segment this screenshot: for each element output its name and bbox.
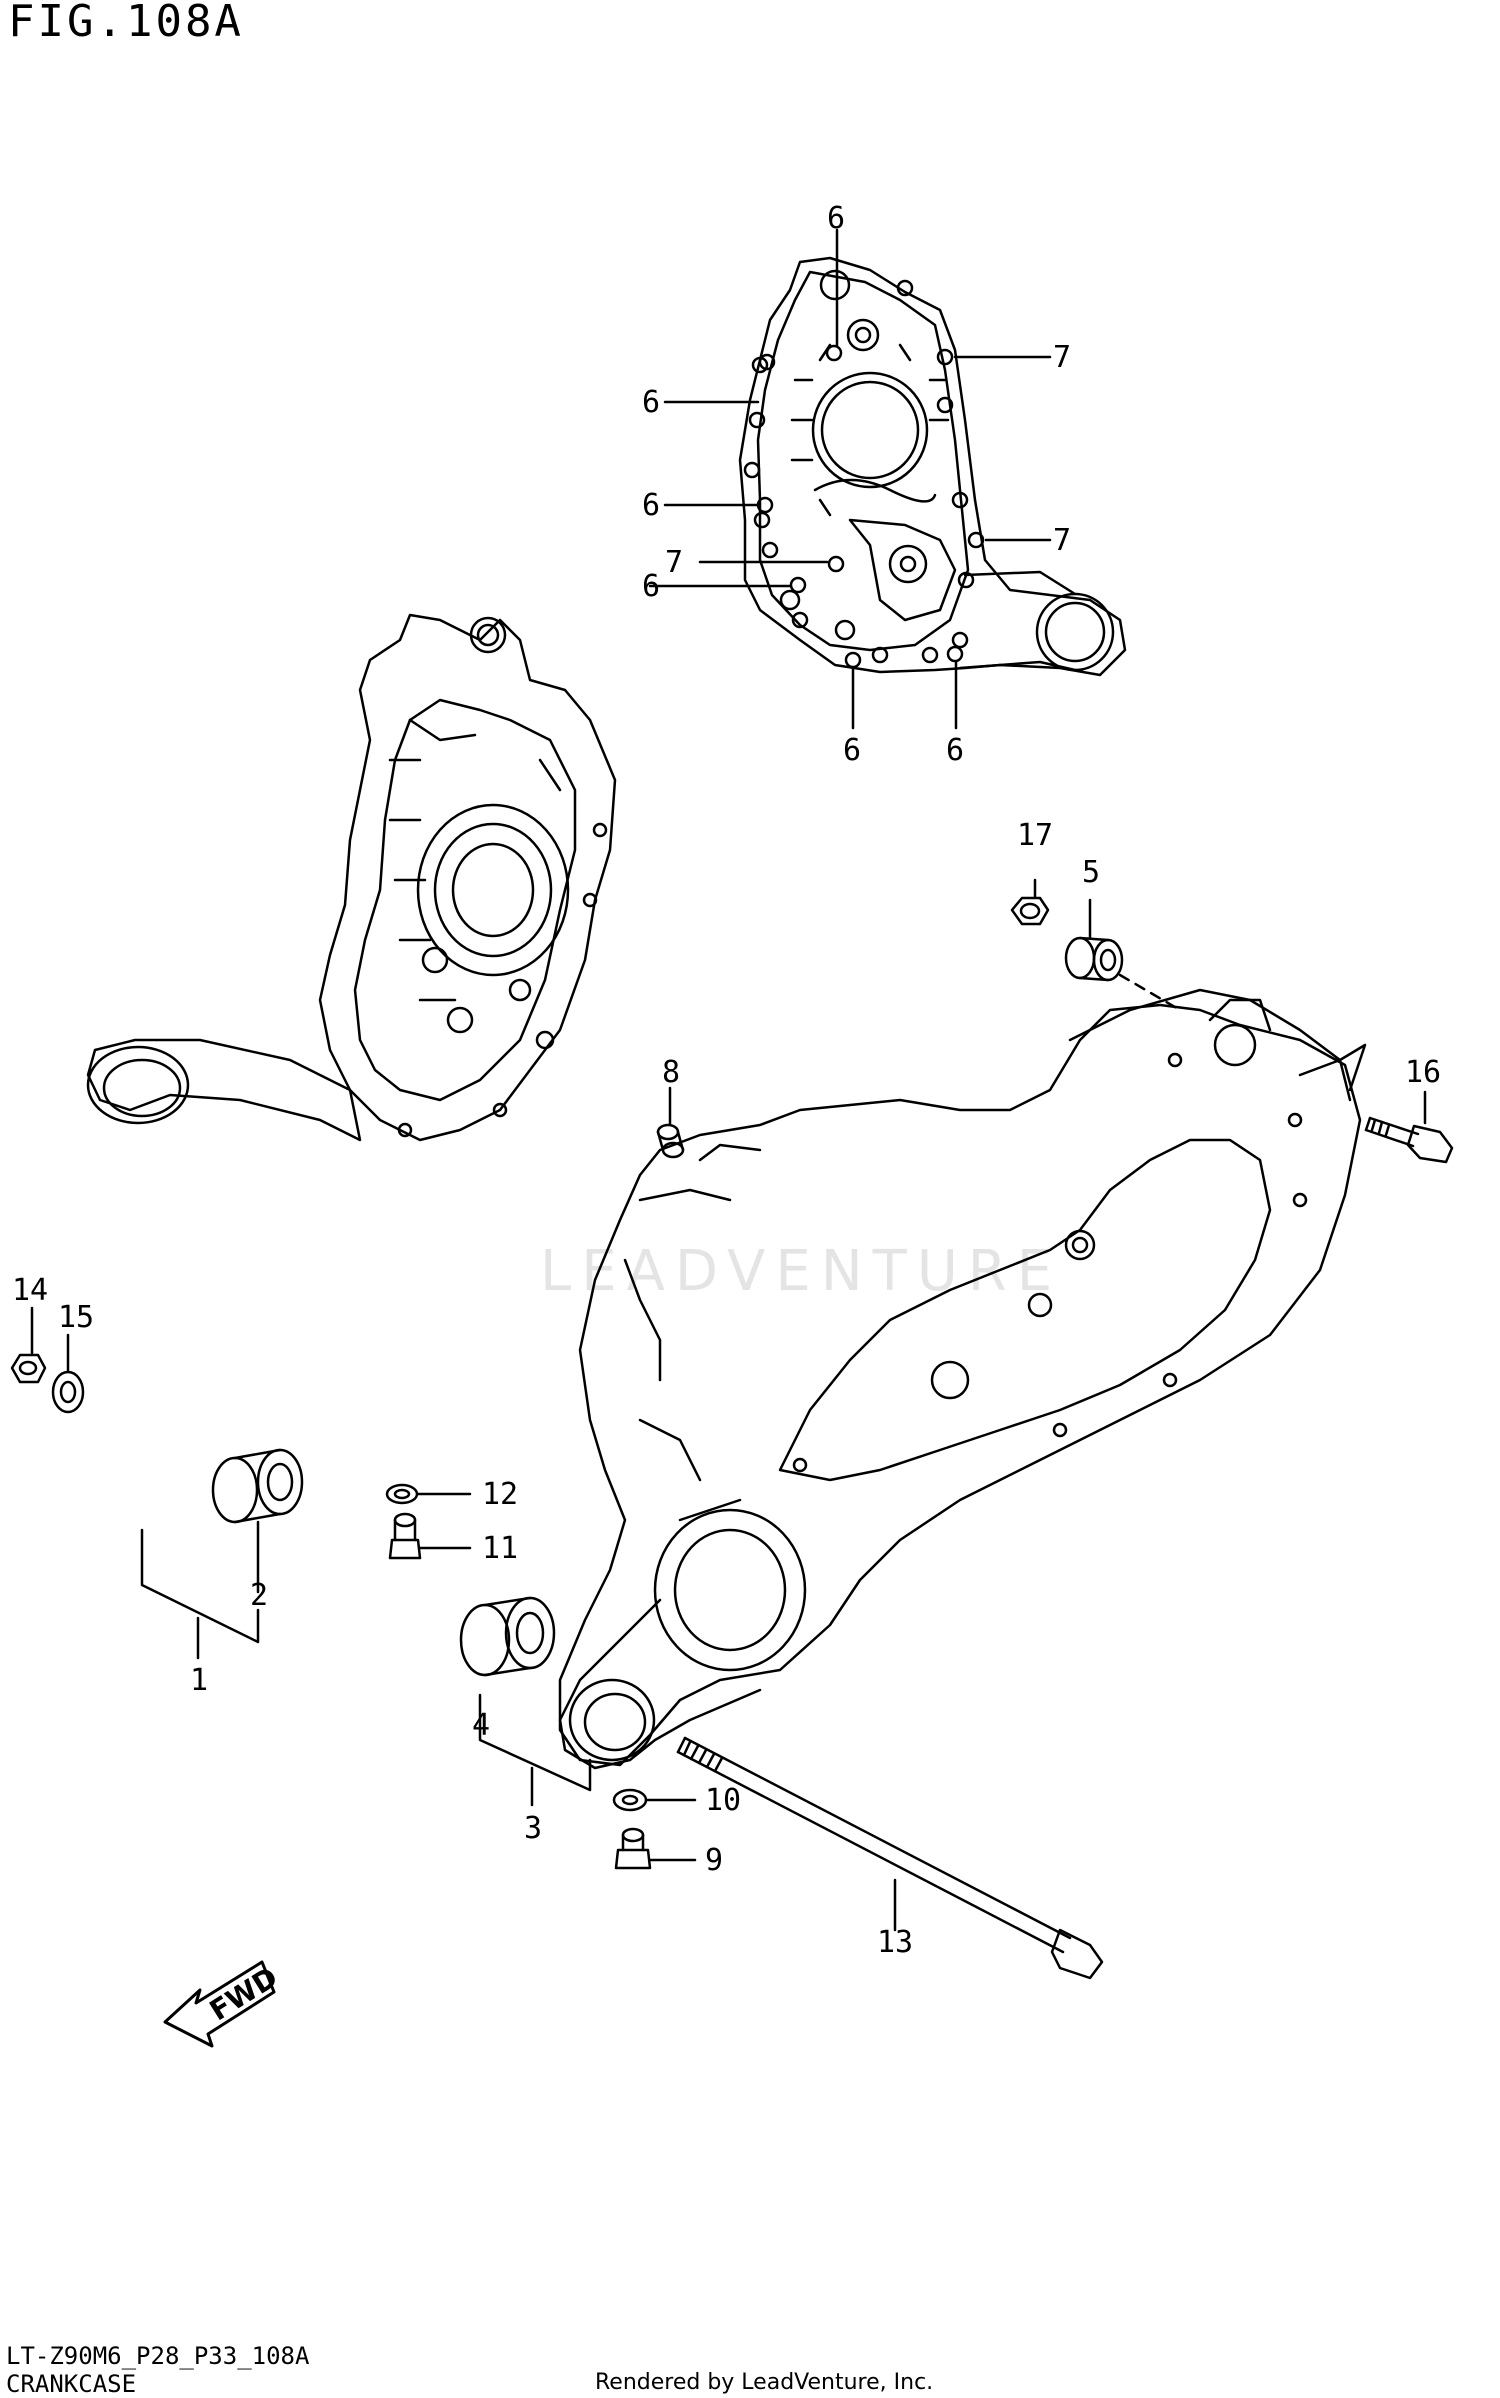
part-5-bushing [1064,936,1182,1012]
callout-6-left-upper: 6 [642,385,660,420]
part-17-nut [1010,896,1050,926]
callout-11: 11 [482,1531,518,1566]
part-11-plug [388,1512,422,1560]
callout-6-bottom-right: 6 [946,733,964,768]
watermark-text: LEADVENTURE [540,1239,1062,1304]
callout-10: 10 [705,1783,741,1818]
callout-16: 16 [1405,1055,1441,1090]
crankcase-right-half-detail [738,256,1127,677]
part-4-bushing [459,1596,556,1677]
forward-direction-arrow: FWD [163,1960,284,2048]
callout-3: 3 [524,1811,542,1846]
part-12-washer [385,1483,419,1505]
callout-7-left: 7 [665,545,683,580]
callout-6-left-middle: 6 [642,488,660,523]
callout-5: 5 [1082,855,1100,890]
figure-title: FIG.108A [8,0,244,47]
callout-6-top: 6 [827,201,845,236]
part-13-stud-bolt [676,1736,1104,1980]
part-8-dowel [656,1123,685,1159]
callout-9: 9 [705,1843,723,1878]
model-code: LT-Z90M6_P28_P33_108A [6,2342,310,2370]
callout-12: 12 [482,1477,518,1512]
callout-7-lower-right: 7 [1053,523,1071,558]
crankcase-left-half [86,613,617,1142]
callout-4: 4 [472,1708,490,1743]
part-9-plug [614,1827,652,1870]
callout-6-bottom-left: 6 [843,733,861,768]
callout-8: 8 [662,1055,680,1090]
callout-13: 13 [877,1925,913,1960]
callout-7-upper-right: 7 [1053,340,1071,375]
callout-2: 2 [250,1578,268,1613]
part-16-bolt [1364,1116,1454,1164]
callout-15: 15 [58,1300,94,1335]
callout-1: 1 [190,1663,208,1698]
callout-6-left-lower: 6 [642,569,660,604]
callout-17: 17 [1017,818,1053,853]
fwd-label: FWD [204,1961,284,2028]
part-14-nut [10,1353,47,1384]
part-10-washer [612,1788,648,1812]
rendered-by-credit: Rendered by LeadVenture, Inc. [595,2370,934,2395]
part-15-washer [51,1370,85,1414]
section-name: CRANKCASE [6,2370,137,2398]
callout-14: 14 [12,1273,48,1308]
crankcase-right-half [558,988,1367,1770]
part-2-bushing [211,1448,304,1524]
